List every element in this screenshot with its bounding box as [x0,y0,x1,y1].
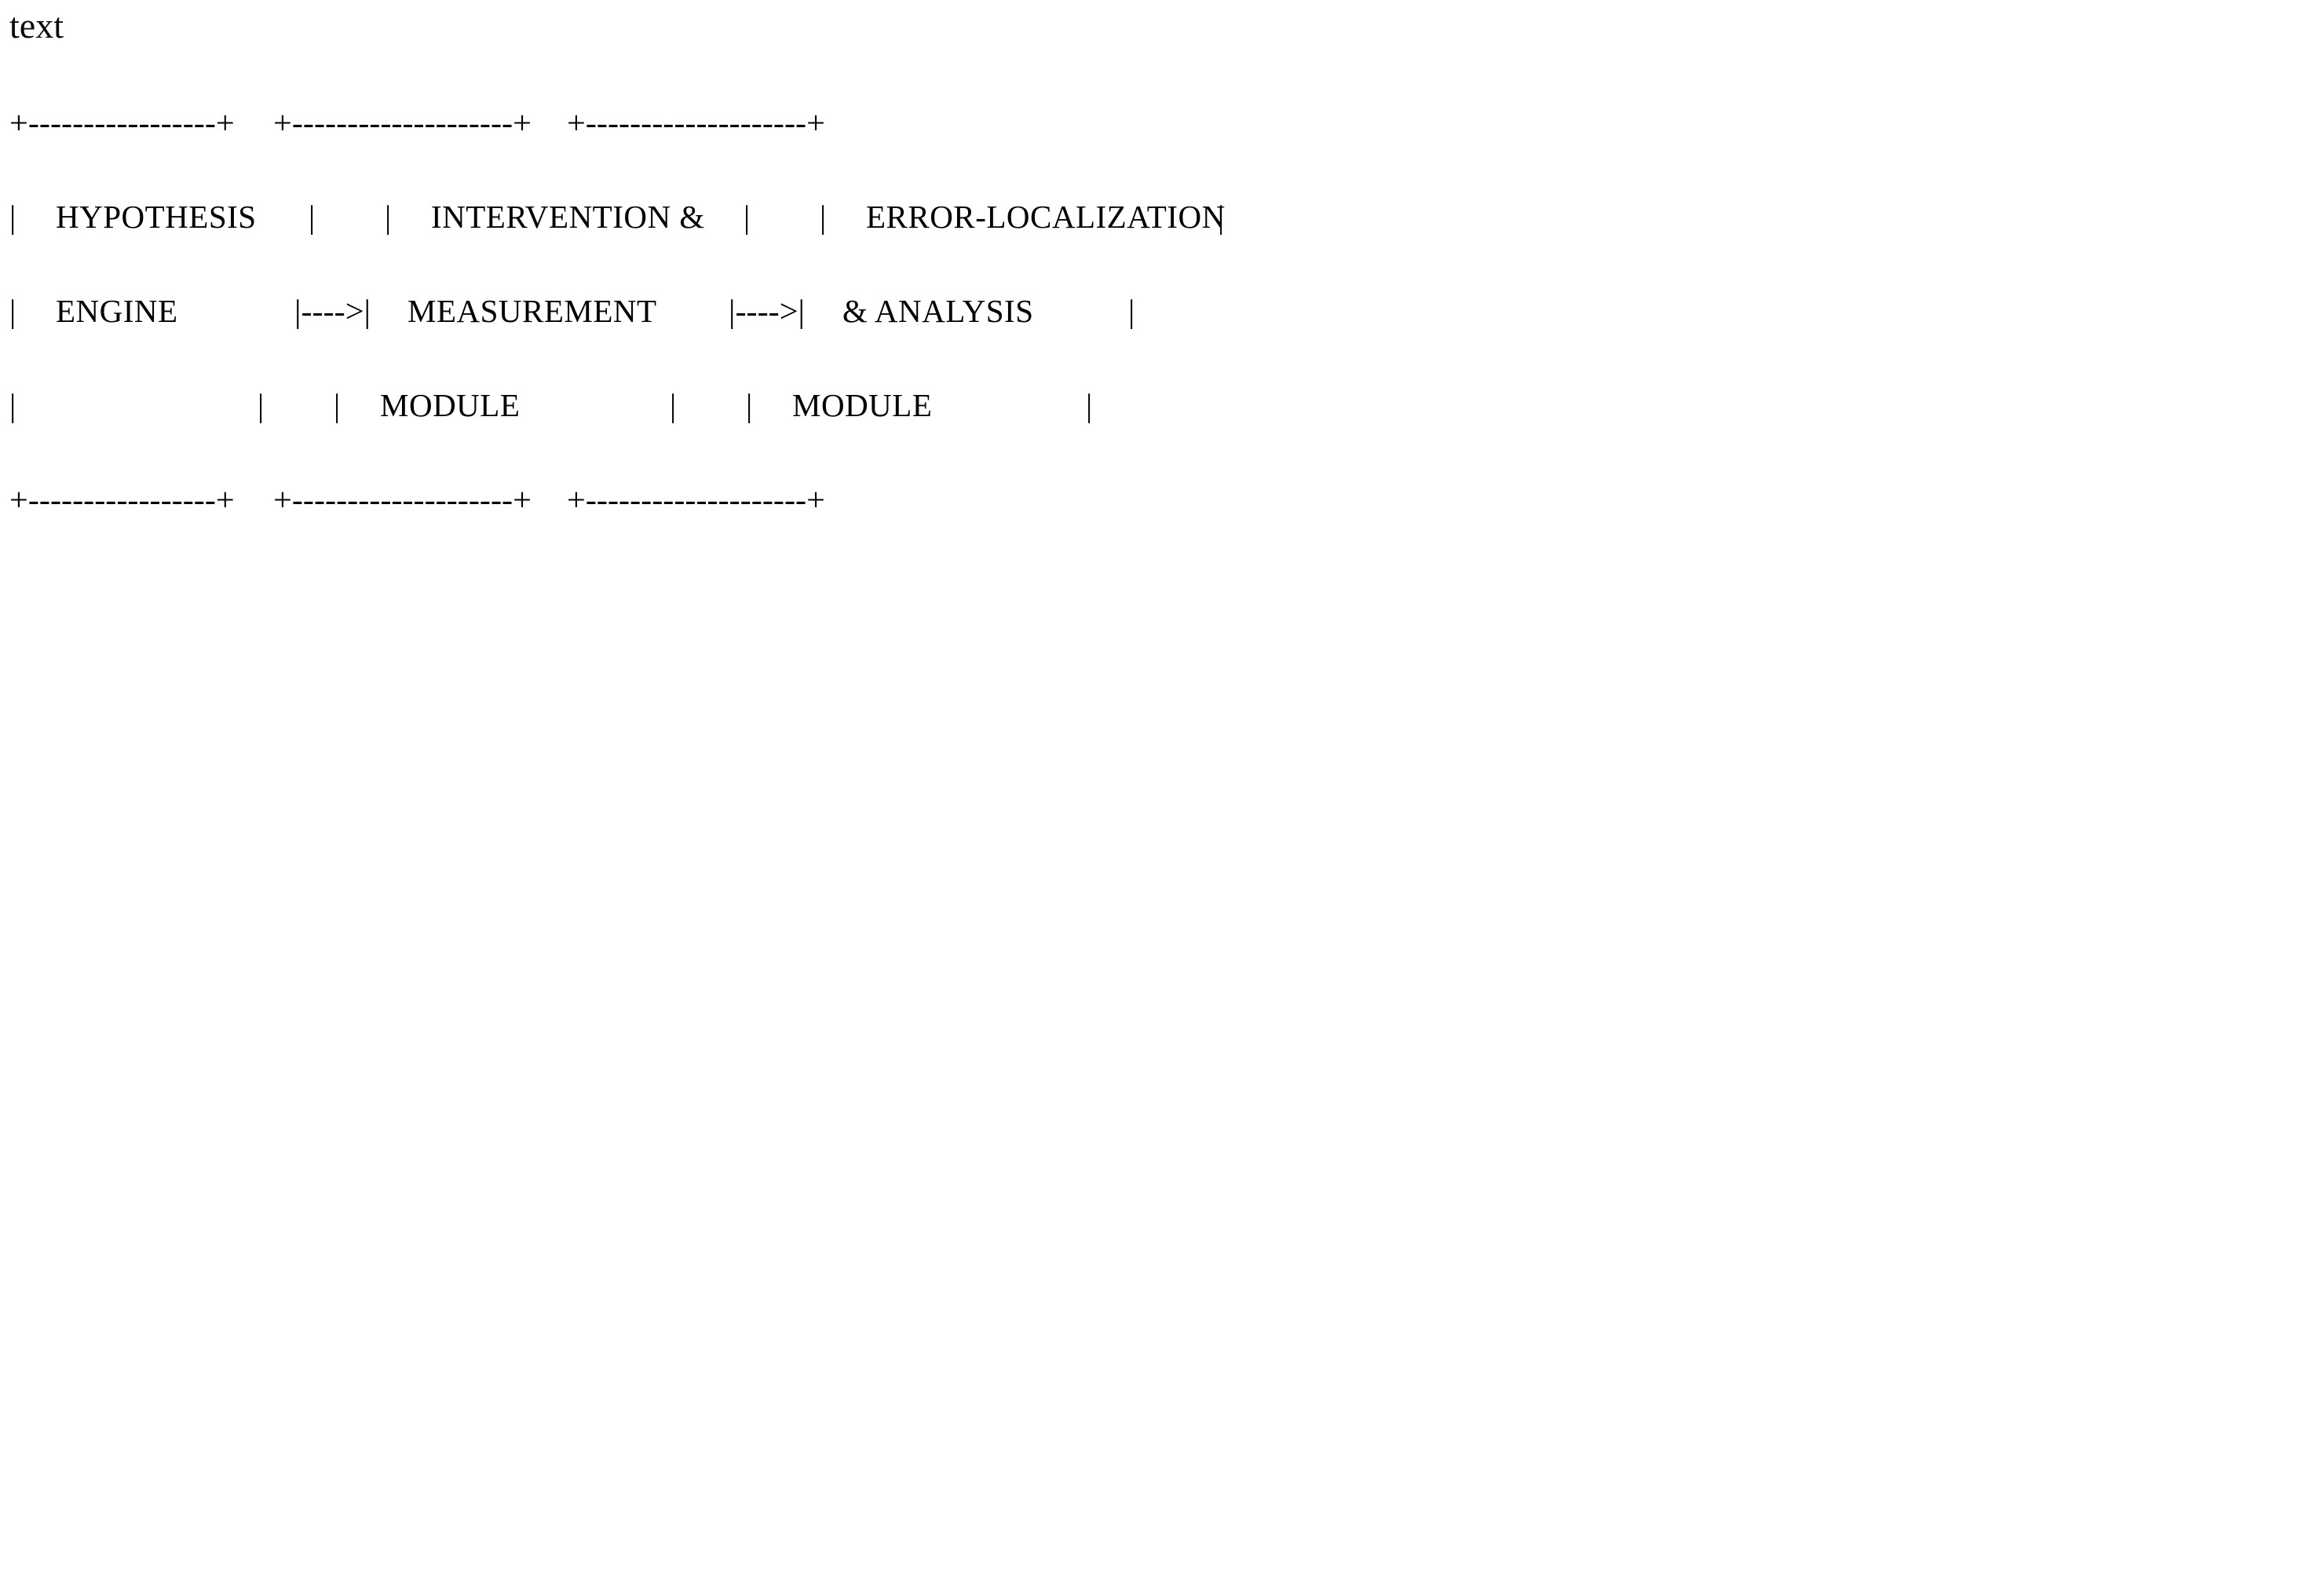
diagram-row-line-3: | | | MODULE | | MODULE | [0,358,2324,452]
diagram-row-top-borders: +-----------------+ +-------------------… [0,75,2324,170]
connector-arrow-2: |---->| [729,293,805,329]
page-title: text [9,5,64,46]
box-hypothesis-right-pipe-3: | [258,387,265,423]
box-intervention-bottom-border: +--------------------+ [273,481,532,517]
box-error-localization-right-pipe-1: | [1218,199,1225,235]
box-error-localization-label-line-3: MODULE [792,387,933,423]
box-intervention-right-pipe-1: | [744,199,751,235]
box-intervention-label-line-2: MEASUREMENT [407,293,657,329]
box-intervention-label-line-1: INTERVENTION & [431,199,705,235]
box-error-localization-right-pipe-2: | [1128,293,1135,329]
box-error-localization-label-line-2: & ANALYSIS [842,293,1034,329]
box-intervention-label-line-3: MODULE [380,387,521,423]
diagram-row-line-2: | ENGINE |---->| MEASUREMENT |---->| & A… [0,264,2324,358]
box-error-localization-label-line-1: ERROR-LOCALIZATION [866,199,1226,235]
box-hypothesis-left-pipe-3: | [9,387,16,423]
box-intervention-top-border: +--------------------+ [273,104,532,141]
diagram-row-line-1: | HYPOTHESIS | | INTERVENTION & | | ERRO… [0,170,2324,264]
box-hypothesis-top-border: +-----------------+ [9,104,235,141]
box-error-localization-left-pipe-1: | [820,199,827,235]
connector-arrow-1: |---->| [294,293,371,329]
ascii-diagram: +-----------------+ +-------------------… [0,75,2324,547]
box-hypothesis-left-pipe-2: | [9,293,16,329]
diagram-row-bottom-borders: +-----------------+ +-------------------… [0,452,2324,547]
box-hypothesis-left-pipe-1: | [9,199,16,235]
box-hypothesis-label-line-2: ENGINE [56,293,178,329]
box-error-localization-bottom-border: +--------------------+ [567,481,825,517]
box-hypothesis-label-line-1: HYPOTHESIS [56,199,257,235]
box-intervention-left-pipe-1: | [385,199,392,235]
box-error-localization-left-pipe-3: | [746,387,753,423]
box-intervention-left-pipe-3: | [334,387,341,423]
box-error-localization-right-pipe-3: | [1086,387,1093,423]
box-error-localization-top-border: +--------------------+ [567,104,825,141]
box-hypothesis-right-pipe-1: | [309,199,316,235]
box-hypothesis-bottom-border: +-----------------+ [9,481,235,517]
box-intervention-right-pipe-3: | [670,387,677,423]
